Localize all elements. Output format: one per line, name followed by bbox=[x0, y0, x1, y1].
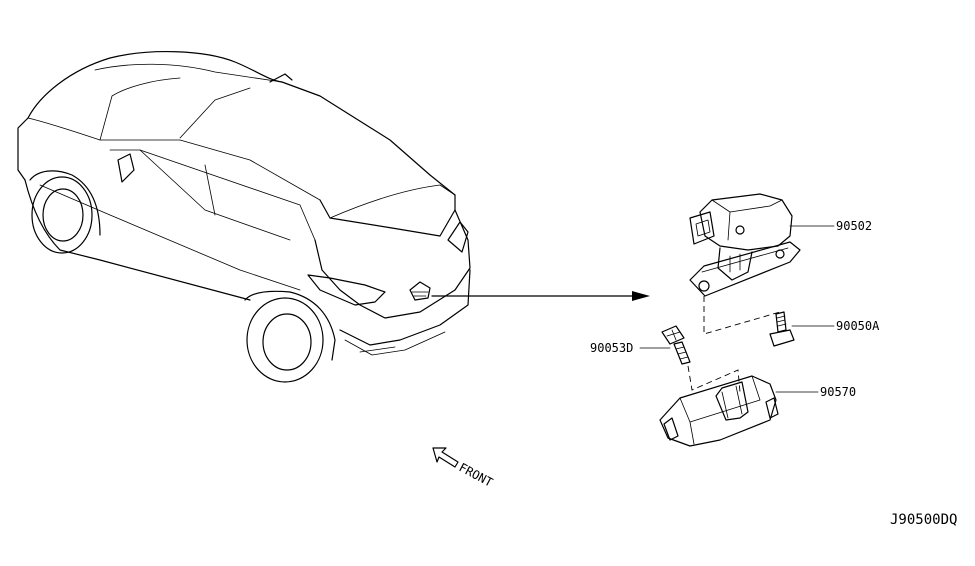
part-number-90570: 90570 bbox=[820, 385, 856, 399]
front-label: FRONT bbox=[457, 460, 495, 489]
tailgate-latch-actuator bbox=[689, 193, 801, 297]
assembly-dashed-line-2 bbox=[687, 365, 741, 393]
part-number-90050a: 90050A bbox=[836, 319, 880, 333]
front-direction-indicator: FRONT bbox=[432, 447, 495, 490]
part-number-90502: 90502 bbox=[836, 219, 872, 233]
assembly-dashed-line bbox=[703, 296, 781, 335]
vehicle-illustration bbox=[17, 51, 471, 383]
leader-arrow bbox=[431, 291, 650, 301]
front-arrow-icon bbox=[432, 447, 459, 468]
cover-90570 bbox=[659, 375, 779, 447]
part-number-90053d: 90053D bbox=[590, 341, 633, 355]
bolt-90050a bbox=[769, 311, 795, 347]
diagram-code: J90500DQ bbox=[890, 512, 957, 528]
screw-90053d bbox=[661, 325, 691, 365]
